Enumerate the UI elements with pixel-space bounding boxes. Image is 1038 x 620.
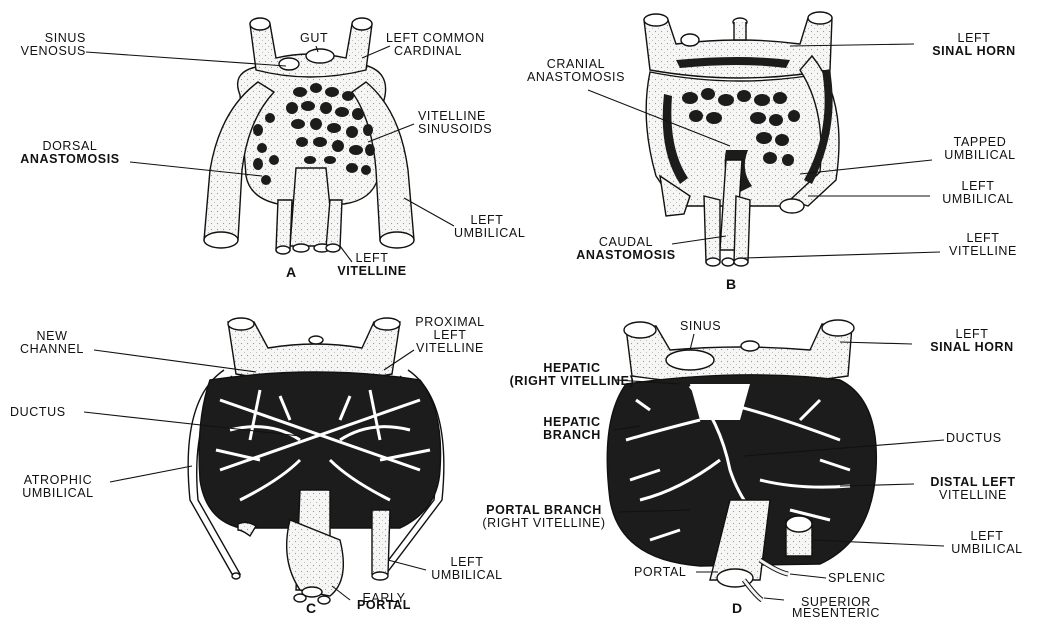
label-left-umbilical-c: LEFT UMBILICAL [424,556,510,582]
label-hepatic-right-vitelline: HEPATIC (RIGHT VITELLINE) [508,362,636,388]
panel-letter-a: A [286,264,296,280]
panel-d-drawing [607,320,876,600]
label-sinus-d: SINUS [680,320,721,333]
label-line: VENOSUS [10,45,86,58]
label-atrophic-umbilical: ATROPHIC UMBILICAL [6,474,110,500]
label-sinus-venosus: SINUS VENOSUS [10,32,86,58]
label-left-common-cardinal: LEFT COMMON CARDINAL [386,32,485,58]
label-portal-branch: PORTAL BRANCH (RIGHT VITELLINE) [468,504,620,530]
label-left-sinal-horn-b: LEFT SINAL HORN [916,32,1032,58]
label-line: ANASTOMOSIS [520,71,632,84]
label-line: BRANCH [530,429,614,442]
label-dorsal-anastomosis: DORSAL ANASTOMOSIS [10,140,130,166]
label-line: VITELLINE [404,342,496,355]
label-portal: PORTAL [634,566,686,579]
label-line: SINAL HORN [914,341,1030,354]
label-hepatic-branch: HEPATIC BRANCH [530,416,614,442]
label-ductus-d: DUCTUS [946,432,1002,445]
panel-d-sinus-opening [666,350,714,370]
panel-b-drawing [644,12,839,266]
label-line: (RIGHT VITELLINE) [468,517,620,530]
label-line: CARDINAL [386,45,485,58]
label-line: UMBILICAL [930,193,1026,206]
label-gut: GUT [300,32,328,45]
label-cranial-anastomosis: CRANIAL ANASTOMOSIS [520,58,632,84]
label-line: (RIGHT VITELLINE) [508,375,636,388]
panel-letter-d: D [732,600,742,616]
label-left-umbilical-d: LEFT UMBILICAL [944,530,1030,556]
label-line: UMBILICAL [932,149,1028,162]
label-distal-left-vitelline: DISTAL LEFT VITELLINE [914,476,1032,502]
label-line: UMBILICAL [424,569,510,582]
label-superior-mesenteric: SUPERIOR MESENTERIC [784,596,888,620]
label-line: PORTAL [346,599,422,612]
label-tapped-umbilical: TAPPED UMBILICAL [932,136,1028,162]
label-new-channel: NEW CHANNEL [10,330,94,356]
label-left-umbilical-a: LEFT UMBILICAL [454,214,520,240]
label-proximal-left-vitelline: PROXIMAL LEFT VITELLINE [404,316,496,355]
label-left-umbilical-b: LEFT UMBILICAL [930,180,1026,206]
label-line: SINUSOIDS [418,123,492,136]
label-line: VITELLINE [914,489,1032,502]
label-line: UMBILICAL [6,487,110,500]
label-left-sinal-horn-d: LEFT SINAL HORN [914,328,1030,354]
label-left-vitelline-b: LEFT VITELLINE [940,232,1026,258]
label-line: SINAL HORN [916,45,1032,58]
label-early-portal: EARLY PORTAL [346,592,422,612]
panel-letter-c: C [306,600,316,616]
label-line: UMBILICAL [454,227,520,240]
label-line: VITELLINE [332,265,412,278]
label-line: UMBILICAL [944,543,1030,556]
panel-a-gut [306,49,334,63]
label-left-vitelline-a: LEFT VITELLINE [332,252,412,278]
label-line: VITELLINE [940,245,1026,258]
label-line: ANASTOMOSIS [566,249,686,262]
label-caudal-anastomosis: CAUDAL ANASTOMOSIS [566,236,686,262]
panel-letter-b: B [726,276,736,292]
label-vitelline-sinusoids: VITELLINE SINUSOIDS [418,110,492,136]
label-line: MESENTERIC [784,607,888,620]
label-ductus-c: DUCTUS [10,406,66,419]
label-line: CHANNEL [10,343,94,356]
label-splenic: SPLENIC [828,572,886,585]
panel-c-drawing [188,318,444,604]
label-line: ANASTOMOSIS [10,153,130,166]
